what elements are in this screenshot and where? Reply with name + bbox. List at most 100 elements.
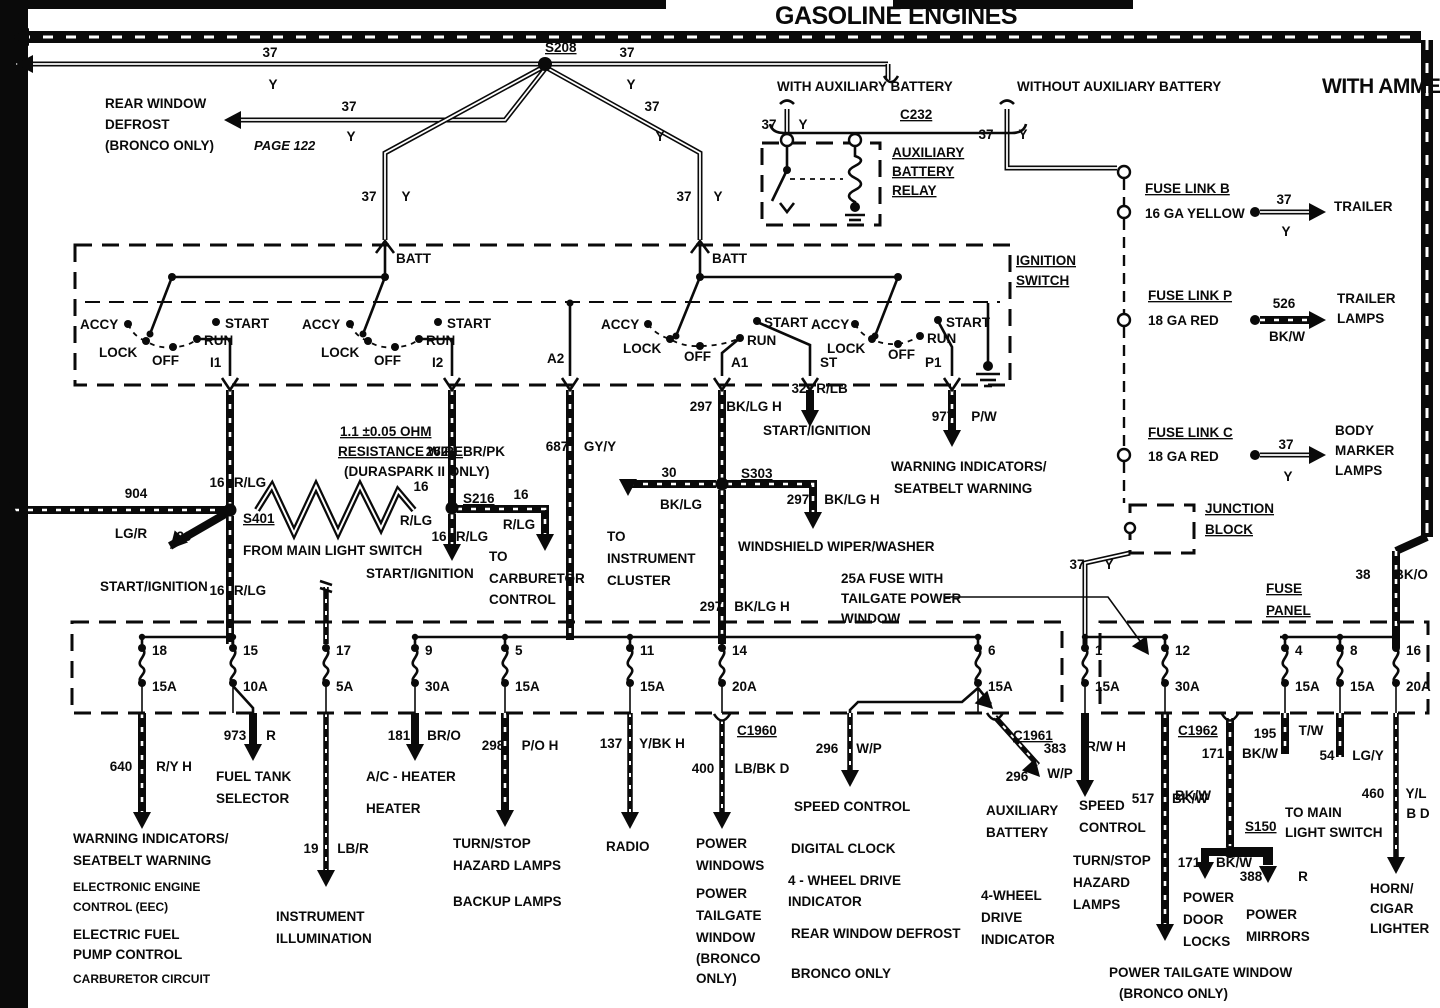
text-ignition_switch-terminals-2: A2 <box>547 351 564 366</box>
splice-s303-label: S303 <box>741 466 773 481</box>
wire-label-33-num: 137 <box>600 736 623 751</box>
wire-label-14-color: LG/R <box>115 526 147 541</box>
wire-label-35-color: W/P <box>856 741 882 756</box>
text-destinations-fuel_pump-0: ELECTRIC FUEL <box>73 927 180 942</box>
fuse-9-amp: 30A <box>425 679 450 694</box>
fuse-11-label: 11 <box>640 643 655 658</box>
junction-dot <box>736 334 744 342</box>
text-ignition_switch-terminals-4: ST <box>820 355 838 370</box>
wire-label-25-num: 297 <box>700 599 723 614</box>
text-fuse_links-c-name: FUSE LINK C <box>1148 425 1233 440</box>
splice-s216-dot <box>445 501 459 515</box>
junction-dot <box>1250 450 1260 460</box>
text-ignition_switch-positions-0: ACCY <box>80 317 118 332</box>
text-destinations-fwd_indicator2-2: INDICATOR <box>981 932 1055 947</box>
text-notes-fuse_callout-0: 25A FUSE WITH <box>841 571 943 586</box>
junction-dot <box>783 166 791 174</box>
text-destinations-power_tailgate2-1: (BRONCO ONLY) <box>1119 986 1228 1001</box>
junction-dot <box>894 340 902 348</box>
text-notes-relay-2: RELAY <box>892 183 937 198</box>
text-ignition_switch-terminals-0: I1 <box>210 355 222 370</box>
text-ignition_switch-positions-0: ACCY <box>811 317 849 332</box>
arrow-start-ignition <box>169 530 189 549</box>
arrow-down <box>317 870 335 887</box>
variant-title: WITH AMMETER <box>1322 75 1440 98</box>
wire-label-37-color: R/W H <box>1086 739 1126 754</box>
wire-label-24-num: 297 <box>787 492 810 507</box>
switch-detent-arc <box>854 323 921 346</box>
ignition-switch-box <box>73 243 1012 387</box>
text-destinations-turn_stop2-2: LAMPS <box>1073 897 1120 912</box>
fuse6-branch-a <box>848 687 979 713</box>
text-notes-fuse_callout-1: TAILGATE POWER <box>841 591 961 606</box>
arrow-down <box>801 410 819 427</box>
wire-label-44-num: 54 <box>1319 748 1335 763</box>
arrow-down <box>1076 780 1094 797</box>
term-line-i1 <box>197 337 232 376</box>
junction-dot <box>142 337 150 345</box>
bus-junction-dot <box>1336 633 1344 641</box>
text-fuse_links-c-dest-0: BODY <box>1335 423 1374 438</box>
relay-switch-arm <box>770 169 789 202</box>
scan-edge-top-right <box>893 0 1133 9</box>
wire-label-12-color: BK/O <box>1394 567 1428 582</box>
junction-dot <box>146 330 154 338</box>
text-notes-with_aux: WITH AUXILIARY BATTERY <box>777 79 953 94</box>
text-destinations-instrument_illumination-0: INSTRUMENT <box>276 909 365 924</box>
text-ignition_switch-positions-4: START <box>764 315 809 330</box>
text-destinations-power_tailgate-3: (BRONCO <box>696 951 761 966</box>
connector-c232-label: C232 <box>900 107 932 122</box>
wire-label-7-num: 37 <box>978 127 993 142</box>
text-destinations-aux_battery-0: AUXILIARY <box>986 803 1058 818</box>
text-notes-fuse_panel-1: PANEL <box>1266 603 1311 618</box>
text-ignition_switch-label-1: SWITCH <box>1016 273 1069 288</box>
text-notes-junction_block-0: JUNCTION <box>1205 501 1274 516</box>
text-destinations-bronco_only: BRONCO ONLY <box>791 966 891 981</box>
aux-junction-terminal <box>1116 164 1132 180</box>
wire-label-41-color: BK/W <box>1216 855 1252 870</box>
fuse-1-label: 1 <box>1095 643 1103 658</box>
wire-label-32-color: P/O H <box>522 738 559 753</box>
wire-label-17-num: 16 <box>413 479 429 494</box>
fuse-12-element <box>1161 647 1169 685</box>
fuse-16-element <box>1392 647 1400 685</box>
junction-dot <box>672 332 680 340</box>
relay-terminal <box>779 132 795 148</box>
text-ignition_switch-terminals-1: I2 <box>432 355 443 370</box>
wire-label-3-color: Y <box>401 189 410 204</box>
text-destinations-aux_battery-1: BATTERY <box>986 825 1048 840</box>
wire-label-10-color: Y <box>1283 469 1292 484</box>
text-fuse_links-p-dest-1: LAMPS <box>1337 311 1384 326</box>
text-ignition_switch-positions-1: LOCK <box>99 345 137 360</box>
bus-junction-dot <box>718 633 726 641</box>
junction-dot <box>212 318 220 326</box>
fuse-11-element <box>626 647 634 685</box>
arrow-down <box>133 812 151 829</box>
arrow-down <box>443 544 461 561</box>
hook-relay <box>779 99 795 105</box>
text-destinations-to_carburetor-1: CARBURETOR <box>489 571 585 586</box>
out-296-c1961 <box>992 715 1041 767</box>
wire-batt-1 <box>384 65 546 240</box>
wire-label-14-num: 904 <box>125 486 148 501</box>
splice-s303-dot <box>715 477 729 491</box>
junction-dot <box>346 320 354 328</box>
text-notes-rear_window-0: REAR WINDOW <box>105 96 206 111</box>
wire-s303-right <box>727 482 815 519</box>
text-notes-resistance-0: 1.1 ±0.05 OHM <box>340 424 431 439</box>
fuse-5-element <box>501 647 509 685</box>
wire-label-32-num: 298 <box>482 738 505 753</box>
wire-label-7-color: Y <box>1018 127 1027 142</box>
wire-label-26-color: R/LB <box>816 381 848 396</box>
text-notes-from_main_light_switch: FROM MAIN LIGHT SWITCH <box>243 543 422 558</box>
text-fuse_links-p-name: FUSE LINK P <box>1148 288 1232 303</box>
text-ignition_switch-positions-2: OFF <box>684 349 711 364</box>
junction-block-box <box>1128 503 1196 555</box>
wire-label-6-num: 37 <box>761 117 776 132</box>
text-destinations-warning_seatbelt-0: WARNING INDICATORS/ <box>73 831 229 846</box>
wire-label-13-color: R/LG <box>234 475 266 490</box>
text-destinations-eec-1: CONTROL (EEC) <box>73 900 168 914</box>
arrow-down <box>1387 857 1405 874</box>
fuse-1-amp: 15A <box>1095 679 1120 694</box>
text-notes-fuse_callout-2: WINDOW <box>841 611 900 626</box>
